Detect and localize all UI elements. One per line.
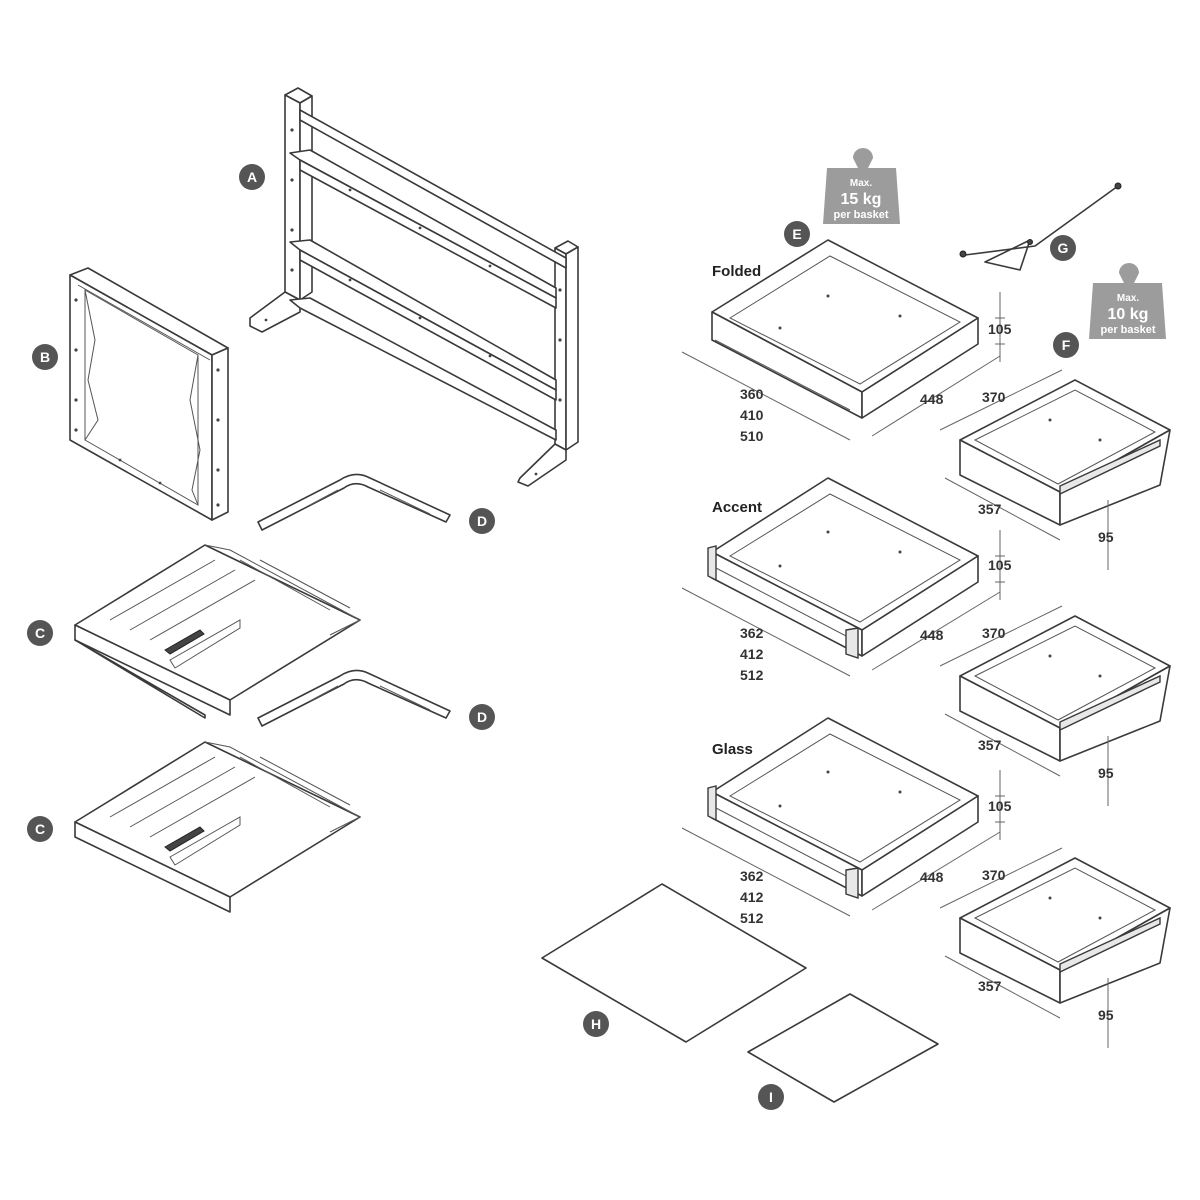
dim-folded-width (681, 351, 851, 441)
small-2-depth: 357 (978, 737, 1002, 753)
badge-i-label: I (769, 1089, 773, 1105)
basket-glass (707, 717, 979, 899)
glass-height: 105 (988, 798, 1012, 814)
dim-small-1-depth (944, 477, 1061, 541)
accent-depth: 448 (920, 627, 944, 643)
dim-folded-depth (871, 355, 1001, 437)
dim-glass-width (681, 827, 851, 917)
badge-d-lower: D (469, 704, 495, 730)
small-2-width: 370 (982, 625, 1006, 641)
dim-accent-depth (871, 591, 1001, 671)
folded-width-2: 410 (740, 407, 764, 423)
dim-small-1-width (939, 369, 1063, 431)
badge-g: G (1050, 235, 1076, 261)
badge-f: F (1053, 332, 1079, 358)
basket-folded (711, 239, 979, 419)
small-3-depth: 357 (978, 978, 1002, 994)
accent-width-2: 412 (740, 646, 764, 662)
accent-width-1: 362 (740, 625, 764, 641)
basket-folded-title: Folded (712, 263, 761, 280)
part-g-stay-rod (959, 182, 1122, 271)
weight-15-line3: per basket (833, 209, 888, 221)
part-i-glass-panel (747, 993, 939, 1103)
badge-e: E (784, 221, 810, 247)
weight-10-line2: 10 kg (1108, 306, 1149, 323)
small-1-height: 95 (1098, 529, 1114, 545)
weight-15-line2: 15 kg (841, 191, 882, 208)
badge-i: I (758, 1084, 784, 1110)
dim-glass-height (995, 770, 1005, 840)
dim-small-3-depth (944, 955, 1061, 1019)
basket-accent (707, 477, 979, 659)
dim-accent-width (681, 587, 851, 677)
dim-accent-height (995, 530, 1005, 600)
dim-small-2-depth (944, 713, 1061, 777)
badge-d-lower-label: D (477, 709, 487, 725)
weight-10-line3: per basket (1100, 324, 1155, 336)
weight-10-line1: Max. (1117, 293, 1139, 304)
glass-width-3: 512 (740, 910, 764, 926)
weight-icon-10kg: Max. 10 kg per basket (1089, 263, 1166, 339)
badge-h-label: H (591, 1016, 601, 1032)
part-c-runner-lower (74, 741, 362, 913)
part-a-frame (249, 87, 579, 487)
dim-glass-depth (871, 831, 1001, 911)
badge-b: B (32, 344, 58, 370)
small-basket-3 (959, 857, 1171, 1004)
part-d-bracket-upper (257, 473, 451, 531)
accent-width-3: 512 (740, 667, 764, 683)
badge-d-upper-label: D (477, 513, 487, 529)
part-h-glass-panel (541, 883, 807, 1043)
badge-f-label: F (1062, 337, 1071, 353)
glass-depth: 448 (920, 869, 944, 885)
part-d-bracket-lower (257, 669, 451, 727)
badge-c-upper: C (27, 620, 53, 646)
small-3-width: 370 (982, 867, 1006, 883)
dim-small-2-width (939, 605, 1063, 667)
small-2-height: 95 (1098, 765, 1114, 781)
folded-height: 105 (988, 321, 1012, 337)
basket-accent-title: Accent (712, 499, 762, 516)
glass-width-1: 362 (740, 868, 764, 884)
small-3-height: 95 (1098, 1007, 1114, 1023)
badge-e-label: E (792, 226, 801, 242)
badge-d-upper: D (469, 508, 495, 534)
small-1-depth: 357 (978, 501, 1002, 517)
folded-depth: 448 (920, 391, 944, 407)
weight-icon-15kg: Max. 15 kg per basket (823, 148, 900, 224)
badge-c-upper-label: C (35, 625, 45, 641)
part-c-runner-upper (74, 544, 362, 719)
small-basket-2 (959, 615, 1171, 762)
badge-c-lower-label: C (35, 821, 45, 837)
glass-width-2: 412 (740, 889, 764, 905)
weight-15-line1: Max. (850, 178, 872, 189)
badge-c-lower: C (27, 816, 53, 842)
small-basket-1 (959, 379, 1171, 526)
badge-a-label: A (247, 169, 257, 185)
badge-a: A (239, 164, 265, 190)
badge-h: H (583, 1011, 609, 1037)
folded-width-3: 510 (740, 428, 764, 444)
part-b-side-panel (69, 267, 229, 521)
folded-width-1: 360 (740, 386, 764, 402)
accent-height: 105 (988, 557, 1012, 573)
dim-small-3-width (939, 847, 1063, 909)
small-1-width: 370 (982, 389, 1006, 405)
basket-glass-title: Glass (712, 741, 753, 758)
badge-b-label: B (40, 349, 50, 365)
badge-g-label: G (1058, 240, 1069, 256)
dim-folded-height (995, 292, 1005, 362)
